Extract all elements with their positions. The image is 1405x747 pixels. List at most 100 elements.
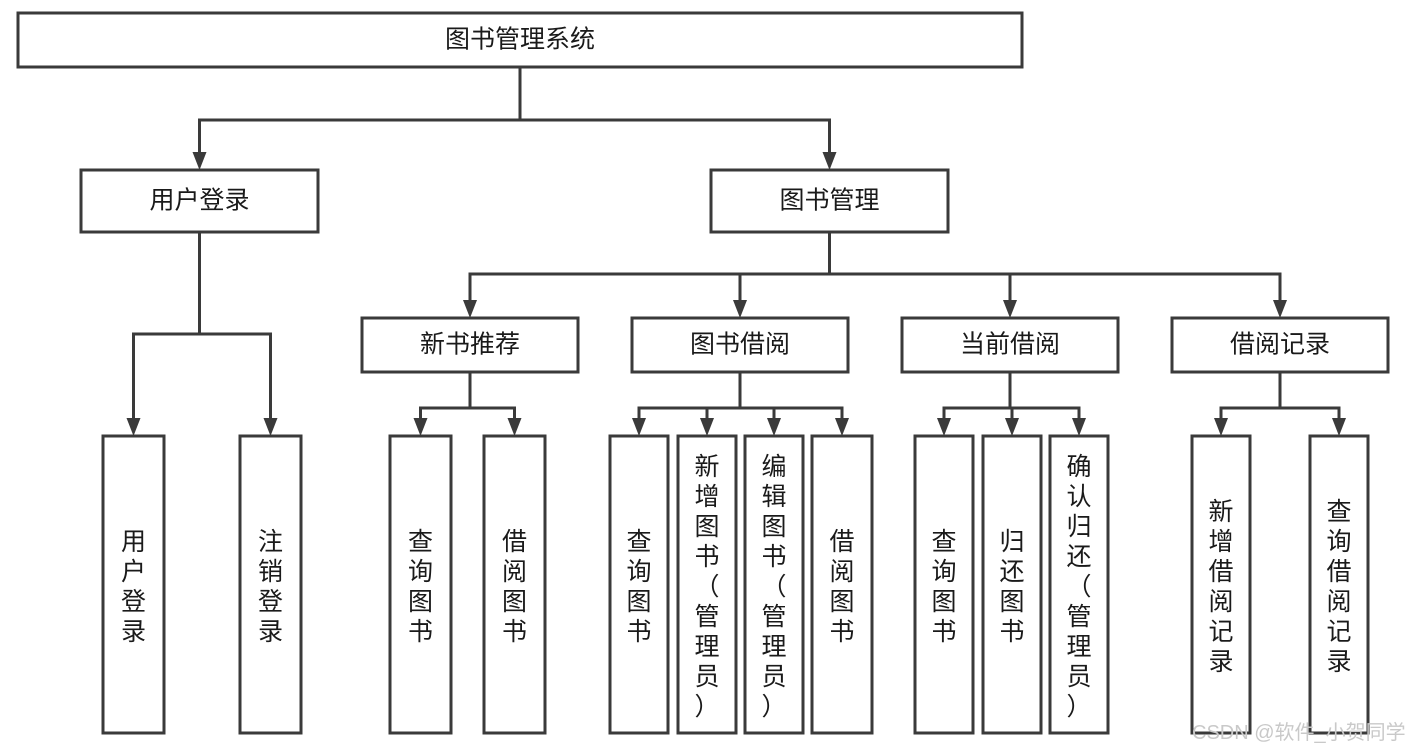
node-label-char: 查 <box>408 528 433 556</box>
node-label-char: 图 <box>408 588 433 616</box>
node-label-char: 销 <box>258 558 283 586</box>
node-box-leaf-user-login <box>101 434 166 735</box>
node-label-char: 书 <box>761 543 786 571</box>
node-label-char: 询 <box>626 558 651 586</box>
node-label-char: 借 <box>1208 558 1233 586</box>
node-box-book-manage <box>709 168 950 234</box>
node-label-char: 理 <box>761 633 786 661</box>
node-label-char: 用 <box>121 528 146 556</box>
node-book-borrow[interactable]: 图书借阅 <box>630 316 850 374</box>
node-label-char: 图 <box>999 588 1024 616</box>
node-layer: 图书管理系统用户登录图书管理新书推荐图书借阅当前借阅借阅记录用户登录用户登录注销… <box>16 11 1390 735</box>
node-leaf-user-logout[interactable]: 注销登录注销登录 <box>238 434 303 735</box>
node-label-char: 查 <box>626 528 651 556</box>
node-box-borrow-record <box>1170 316 1390 374</box>
node-leaf-rec-query[interactable]: 查询图书查询图书 <box>388 434 453 735</box>
node-book-manage[interactable]: 图书管理 <box>709 168 950 234</box>
node-label-char: 询 <box>408 558 433 586</box>
node-label-borrow-record: 借阅记录 <box>1230 331 1330 359</box>
node-box-leaf-rec-borrow <box>482 434 547 735</box>
node-label-char: 借 <box>502 528 527 556</box>
node-label-book-manage: 图书管理 <box>779 187 879 215</box>
node-label-char: 理 <box>1066 633 1091 661</box>
node-box-leaf-cur-query <box>913 434 975 735</box>
node-leaf-borrow-query[interactable]: 查询图书查询图书 <box>608 434 670 735</box>
node-label-char: 借 <box>1326 558 1351 586</box>
node-label-char: 还 <box>1066 543 1091 571</box>
node-box-leaf-cur-return <box>981 434 1043 735</box>
node-label-char: 书 <box>626 618 651 646</box>
node-label-char: 阅 <box>829 558 854 586</box>
node-label-char: （ <box>694 573 719 601</box>
node-root[interactable]: 图书管理系统 <box>16 11 1024 69</box>
node-label-char: 登 <box>258 588 283 616</box>
node-label-char: 书 <box>999 618 1024 646</box>
node-label-char: 辑 <box>761 483 786 511</box>
node-label-char: 查 <box>1326 498 1351 526</box>
node-box-leaf-borrow-edit <box>743 434 805 735</box>
node-box-leaf-rec-query <box>388 434 453 735</box>
node-box-book-borrow <box>630 316 850 374</box>
node-label-char: 阅 <box>1208 588 1233 616</box>
csdn-watermark: CSDN @软件_小贺同学 <box>1192 722 1405 744</box>
node-label-char: 增 <box>694 483 719 511</box>
node-label-char: 询 <box>1326 528 1351 556</box>
node-label-char: 新 <box>694 453 719 481</box>
node-label-char: 记 <box>1326 618 1351 646</box>
node-label-user-login: 用户登录 <box>149 187 249 215</box>
node-label-char: 认 <box>1066 483 1091 511</box>
node-label-char: 编 <box>761 453 786 481</box>
node-leaf-user-login[interactable]: 用户登录用户登录 <box>101 434 166 735</box>
node-leaf-rec-add[interactable]: 新增借阅记录新增借阅记录 <box>1190 434 1252 735</box>
node-box-root <box>16 11 1024 69</box>
node-label-char: 录 <box>1326 648 1351 676</box>
node-box-leaf-rec-add <box>1190 434 1252 735</box>
node-label-char: ） <box>1066 693 1091 721</box>
node-user-login[interactable]: 用户登录 <box>79 168 320 234</box>
node-new-book-rec[interactable]: 新书推荐 <box>360 316 580 374</box>
node-label-char: 图 <box>502 588 527 616</box>
node-label-char: （ <box>1066 573 1091 601</box>
node-label-char: 书 <box>408 618 433 646</box>
node-leaf-cur-query[interactable]: 查询图书查询图书 <box>913 434 975 735</box>
node-label-char: ） <box>761 693 786 721</box>
node-label-char: 员 <box>1066 663 1091 691</box>
node-leaf-borrow-lend[interactable]: 借阅图书借阅图书 <box>810 434 874 735</box>
node-leaf-rec-search[interactable]: 查询借阅记录查询借阅记录 <box>1308 434 1370 735</box>
node-label-char: 管 <box>761 603 786 631</box>
node-label-current-borrow: 当前借阅 <box>960 331 1060 359</box>
node-box-user-login <box>79 168 320 234</box>
node-label-char: 录 <box>1208 648 1233 676</box>
node-label-char: 新 <box>1208 498 1233 526</box>
node-label-char: 增 <box>1208 528 1233 556</box>
node-leaf-rec-borrow[interactable]: 借阅图书借阅图书 <box>482 434 547 735</box>
node-label-char: 录 <box>121 618 146 646</box>
node-label-char: 理 <box>694 633 719 661</box>
node-label-char: 录 <box>258 618 283 646</box>
node-label-char: ） <box>694 693 719 721</box>
node-label-char: 户 <box>121 558 146 586</box>
node-label-char: 书 <box>502 618 527 646</box>
node-current-borrow[interactable]: 当前借阅 <box>900 316 1120 374</box>
node-label-char: 书 <box>829 618 854 646</box>
node-label-new-book-rec: 新书推荐 <box>420 331 520 359</box>
node-label-char: 询 <box>931 558 956 586</box>
node-leaf-cur-return[interactable]: 归还图书归还图书 <box>981 434 1043 735</box>
node-borrow-record[interactable]: 借阅记录 <box>1170 316 1390 374</box>
node-label-char: 记 <box>1208 618 1233 646</box>
node-label-char: 阅 <box>502 558 527 586</box>
node-label-char: 书 <box>931 618 956 646</box>
node-label-root: 图书管理系统 <box>445 26 595 54</box>
node-label-char: 登 <box>121 588 146 616</box>
node-label-char: 书 <box>694 543 719 571</box>
node-box-leaf-cur-confirm <box>1048 434 1110 735</box>
node-box-leaf-borrow-add <box>676 434 738 735</box>
node-label-char: （ <box>761 573 786 601</box>
node-label-char: 查 <box>931 528 956 556</box>
node-label-char: 借 <box>829 528 854 556</box>
